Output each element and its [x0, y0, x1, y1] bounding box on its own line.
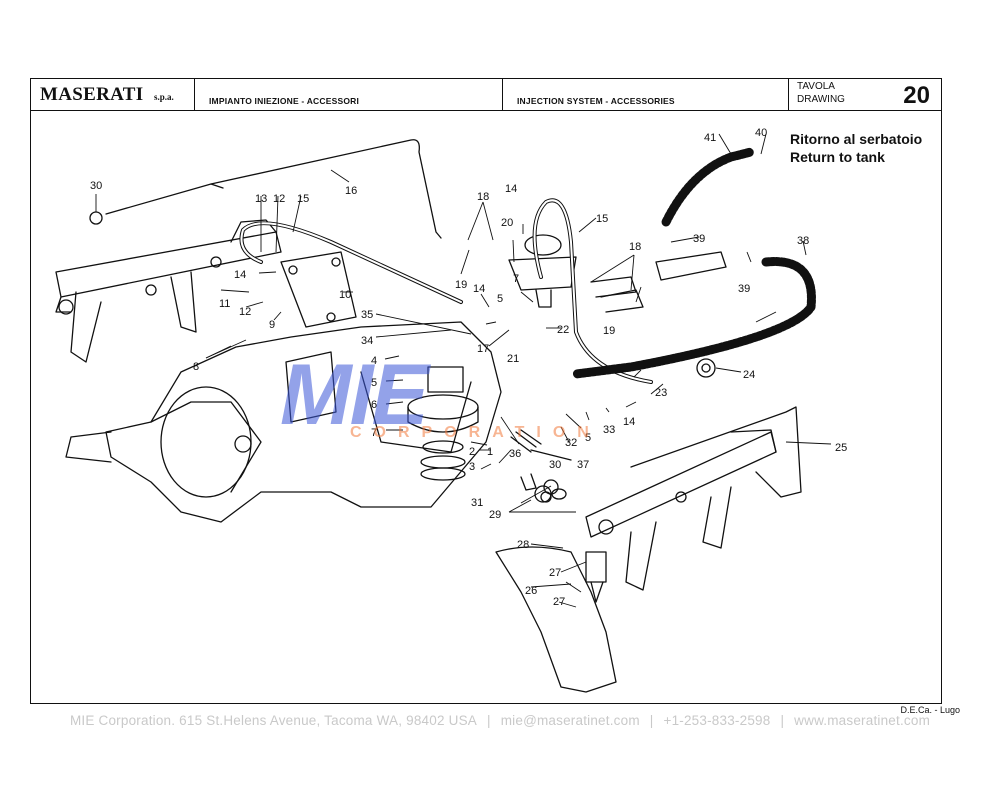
callout-34: 34 — [361, 335, 373, 347]
union-fitting — [655, 251, 727, 281]
return-hose-41 — [661, 147, 756, 227]
footer-website[interactable]: www.maseratinet.com — [794, 713, 931, 728]
drafter-credit: D.E.Ca. - Lugo — [900, 705, 960, 715]
o-ring — [551, 488, 567, 500]
callout-41: 41 — [704, 132, 716, 144]
callout-20: 20 — [501, 217, 513, 229]
title-block: MASERATI s.p.a. IMPIANTO INIEZIONE - ACC… — [30, 78, 942, 111]
footer: MIE Corporation. 615 St.Helens Avenue, T… — [69, 713, 931, 728]
callout-14-b: 14 — [473, 283, 485, 295]
callout-24: 24 — [743, 369, 755, 381]
grommet-24 — [696, 358, 716, 378]
callout-12-a: 12 — [273, 193, 285, 205]
brand-name: MASERATI — [40, 84, 144, 105]
callout-27-a: 27 — [549, 567, 561, 579]
callout-23: 23 — [655, 387, 667, 399]
callout-30-b: 30 — [549, 459, 561, 471]
callout-18-a: 18 — [477, 191, 489, 203]
drawing-label: DRAWING — [797, 94, 845, 105]
callout-33: 33 — [603, 424, 615, 436]
callout-5-a: 5 — [371, 377, 377, 389]
callout-14-c: 14 — [505, 183, 517, 195]
callout-32: 32 — [565, 437, 577, 449]
callout-35: 35 — [361, 309, 373, 321]
callout-16: 16 — [345, 185, 357, 197]
callout-31: 31 — [471, 497, 483, 509]
fuel-pipe-16 — [105, 139, 442, 239]
banjo-fitting-30 — [89, 211, 103, 225]
callout-27-b: 27 — [553, 596, 565, 608]
callout-40: 40 — [755, 127, 767, 139]
callout-22: 22 — [557, 324, 569, 336]
callout-38: 38 — [797, 235, 809, 247]
callout-18-b: 18 — [629, 241, 641, 253]
drawing-frame — [30, 78, 942, 704]
callout-36: 36 — [509, 448, 521, 460]
callout-14-a: 14 — [234, 269, 246, 281]
callout-7-a: 7 — [371, 427, 377, 439]
callout-15-b: 15 — [596, 213, 608, 225]
footer-email[interactable]: mie@maseratinet.com — [500, 713, 640, 728]
left-fuel-rail — [55, 219, 282, 363]
fuel-hose-15-right — [532, 198, 653, 384]
mounting-bracket-10 — [280, 251, 357, 328]
return-note-italian: Ritorno al serbatoio — [790, 131, 923, 147]
title-italian: IMPIANTO INIEZIONE - ACCESSORI — [209, 96, 360, 106]
drawing-number-cell: TAVOLA DRAWING 20 — [789, 78, 942, 111]
right-fuel-rail — [585, 429, 777, 591]
callout-9: 9 — [269, 319, 275, 331]
callout-12-b: 12 — [239, 306, 251, 318]
return-note-english: Return to tank — [790, 149, 885, 165]
brand-cell: MASERATI s.p.a. — [30, 78, 195, 111]
title-english-cell: INJECTION SYSTEM - ACCESSORIES — [503, 78, 789, 111]
throttle-body-housing — [65, 321, 502, 523]
callout-1: 1 — [487, 446, 493, 458]
callout-28: 28 — [517, 539, 529, 551]
callout-39-a: 39 — [693, 233, 705, 245]
callout-4: 4 — [371, 355, 377, 367]
return-to-tank-note: Ritorno al serbatoio Return to tank — [790, 130, 922, 166]
return-hose-38 — [571, 257, 816, 379]
footer-company: MIE Corporation. 615 St.Helens Avenue, T… — [69, 713, 477, 728]
brand-suffix: s.p.a. — [154, 92, 174, 102]
callout-8: 8 — [193, 361, 199, 373]
callout-26: 26 — [525, 585, 537, 597]
pressure-regulator-6 — [407, 366, 479, 481]
callout-19-a: 19 — [455, 279, 467, 291]
callout-13: 13 — [255, 193, 267, 205]
title-italian-cell: IMPIANTO INIEZIONE - ACCESSORI — [195, 78, 503, 111]
callout-6: 6 — [371, 399, 377, 411]
drawing-number: 20 — [903, 82, 930, 109]
callout-21: 21 — [507, 353, 519, 365]
callout-39-b: 39 — [738, 283, 750, 295]
pressure-regulator-20 — [508, 234, 577, 308]
callout-5-b: 5 — [497, 293, 503, 305]
callout-7-b: 7 — [513, 273, 519, 285]
callout-14-d: 14 — [623, 416, 635, 428]
callout-25: 25 — [835, 442, 847, 454]
callout-17: 17 — [477, 343, 489, 355]
part-callouts: 30 13 12 15 16 14 12 11 10 9 8 34 35 4 5… — [90, 127, 847, 608]
callout-5-c: 5 — [585, 432, 591, 444]
callout-2: 2 — [469, 446, 475, 458]
callout-19-b: 19 — [603, 325, 615, 337]
callout-3: 3 — [469, 461, 475, 473]
callout-30-a: 30 — [90, 180, 102, 192]
exploded-parts-diagram: 30 13 12 15 16 14 12 11 10 9 8 34 35 4 5… — [55, 127, 847, 693]
footer-phone: +1-253-833-2598 — [663, 713, 771, 728]
callout-29: 29 — [489, 509, 501, 521]
title-english: INJECTION SYSTEM - ACCESSORIES — [517, 96, 675, 106]
fuel-pipe-25 — [630, 406, 802, 498]
tavola-label: TAVOLA — [797, 81, 835, 92]
callout-15-a: 15 — [297, 193, 309, 205]
callout-11: 11 — [219, 298, 230, 310]
injector-manifold — [495, 546, 617, 693]
callout-37: 37 — [577, 459, 589, 471]
callout-10: 10 — [339, 289, 351, 301]
